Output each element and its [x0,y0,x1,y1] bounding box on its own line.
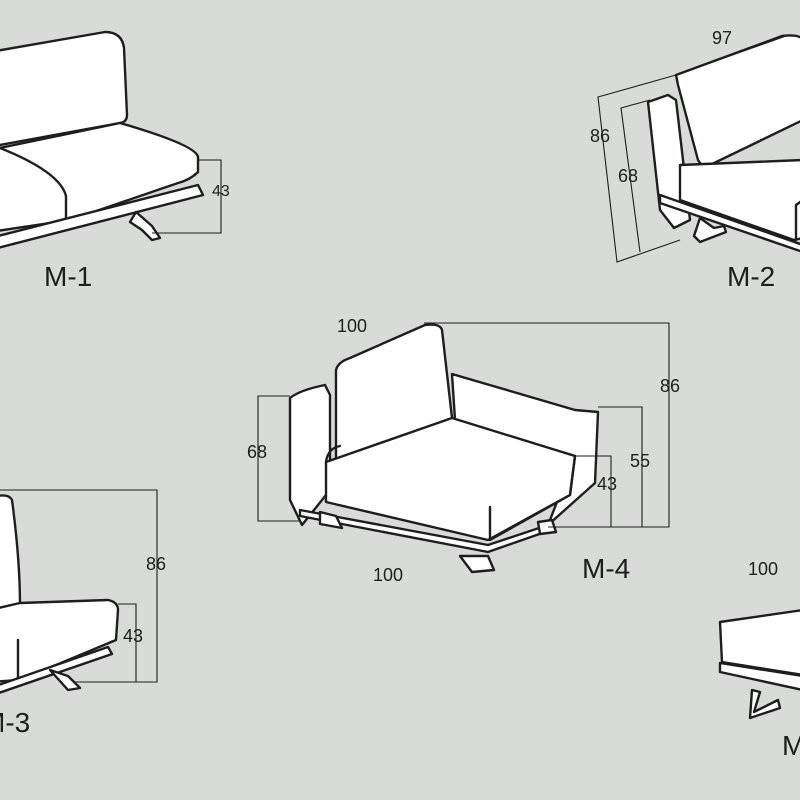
m2-dim-width: 97 [712,28,732,48]
m4-dim-seat-height: 43 [597,474,617,494]
module-m2: 97 86 68 M-2 [590,28,800,292]
m4-left-leg [318,510,344,530]
m5-dim-width: 100 [748,559,778,579]
module-m4: 100 86 68 55 43 100 M-4 [247,316,680,585]
m5-seat-cushion [718,609,800,676]
m1-base-frame [0,183,205,249]
m4-dim-arm-height: 68 [247,442,267,462]
m2-backrest [674,34,800,168]
m4-dim-back-height: 86 [660,376,680,396]
module-m5: 100 M [718,559,800,761]
m4-front-leg [458,554,496,574]
m3-leg [48,668,82,692]
m1-seat-cushion [0,121,200,232]
m2-base [658,193,800,253]
m4-dim-bottom-width: 100 [373,565,403,585]
m2-dim-arm-height: 68 [618,166,638,186]
m2-seat-front [678,158,800,242]
module-m1: 43 M-1 [0,30,230,292]
m3-dim-back-height: 86 [146,554,166,574]
m2-leg [692,216,728,244]
m5-base-frame [718,661,800,691]
m4-dim-side-height: 55 [630,451,650,471]
m2-label: M-2 [727,261,775,292]
m1-leg [128,210,162,242]
m3-backrest [0,494,22,610]
m4-dim-top-width: 100 [337,316,367,336]
m5-leg [748,688,782,720]
m2-dim-back-height: 86 [590,126,610,146]
m4-label: M-4 [582,553,630,584]
m3-label: M-3 [0,707,30,738]
m5-label: M [782,730,800,761]
m3-base-frame [0,645,114,694]
module-m3: 86 43 M-3 [0,489,166,738]
m1-dim-seat-height: 43 [212,183,230,200]
m1-label: M-1 [44,261,92,292]
m3-seat-cushion [0,598,120,683]
m4-right-leg [536,518,558,536]
m3-dim-seat-height: 43 [123,626,143,646]
m4-left-arm [288,383,332,527]
